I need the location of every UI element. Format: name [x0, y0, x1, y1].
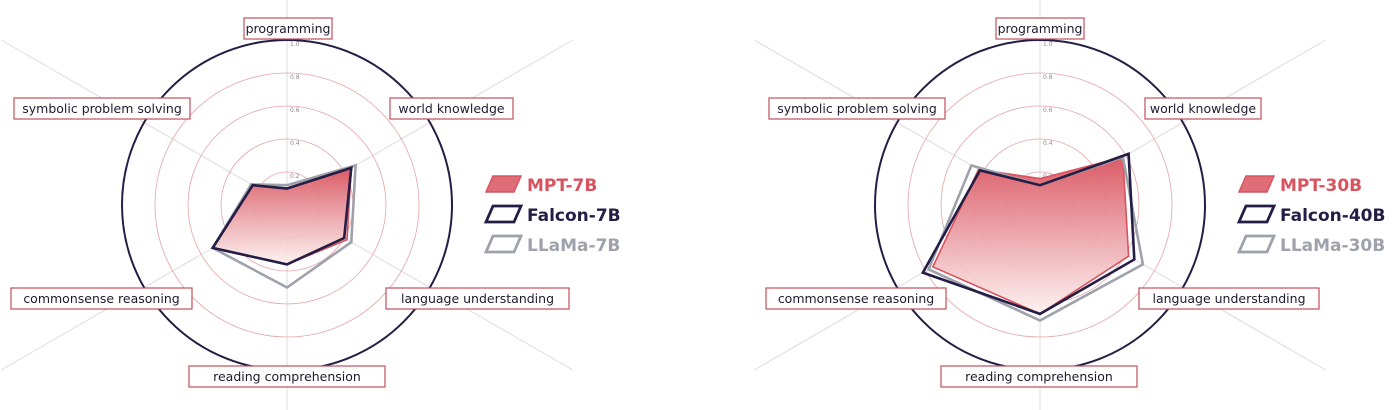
radar-tick-label: 0.4	[290, 140, 300, 147]
axis-label: programming	[246, 21, 331, 36]
axis-label: language understanding	[401, 291, 554, 306]
legend-label: LLaMa-7B	[527, 236, 620, 256]
legend-label: Falcon-7B	[527, 206, 621, 226]
axis-label: language understanding	[1152, 291, 1305, 306]
series-polygon-falcon-40b	[920, 152, 1136, 316]
axis-label-box	[385, 287, 570, 310]
legend-swatch-mpt-30b	[1237, 175, 1276, 193]
radar-tick-label: 1.0	[1043, 41, 1053, 48]
axis-label-box	[940, 365, 1138, 388]
legend-label: MPT-7B	[527, 176, 597, 196]
axis-label-box	[13, 97, 191, 120]
legend-swatch-mpt-7b	[484, 175, 523, 193]
legend-swatch-llama-7b	[483, 234, 524, 254]
radar-grid-ring	[907, 72, 1173, 338]
axis-label-box	[995, 17, 1085, 40]
axis-label-box	[188, 365, 386, 388]
axis-label: reading comprehension	[965, 369, 1113, 384]
axis-label-box	[1138, 287, 1320, 310]
radar-grid-ring	[187, 105, 387, 305]
radar-tick-label: 0.6	[1043, 107, 1053, 114]
axis-label: commonsense reasoning	[778, 291, 934, 306]
radar-tick-label: 1.0	[290, 41, 300, 48]
legend-swatch-llama-30b	[1236, 234, 1277, 254]
legend-label: LLaMa-30B	[1280, 236, 1385, 256]
series-polygon-llama-7b	[210, 163, 357, 290]
series-polygon-mpt-30b	[931, 156, 1130, 315]
radar-chart-1: 0.2 0.4 0.6 0.8 1.0 programming world knowledg…	[0, 0, 621, 410]
axis-label-box	[768, 97, 946, 120]
axis-label-box	[389, 97, 514, 120]
radar-tick-label: 0.2	[290, 173, 300, 180]
radar-tick-label: 0.8	[1043, 74, 1053, 81]
axis-label: programming	[998, 21, 1083, 36]
radar-tick-label: 0.8	[290, 74, 300, 81]
legend-swatch-falcon-7b	[483, 204, 524, 224]
axis-label: world knowledge	[398, 101, 504, 116]
axis-label-box	[1144, 97, 1262, 120]
radar-tick-label: 0.4	[1043, 140, 1053, 147]
radar-tick-label: 0.6	[290, 107, 300, 114]
axis-label: reading comprehension	[213, 369, 361, 384]
axis-label: symbolic problem solving	[777, 101, 937, 116]
axis-label: commonsense reasoning	[23, 291, 179, 306]
legend-swatch-falcon-40b	[1236, 204, 1277, 224]
axis-label-box	[243, 17, 333, 40]
series-polygon-falcon-7b	[210, 166, 353, 266]
radar-grid-ring	[154, 72, 420, 338]
axis-label-box	[765, 287, 947, 310]
axis-label: world knowledge	[1150, 101, 1256, 116]
legend-label: Falcon-40B	[1280, 206, 1385, 226]
axis-label: symbolic problem solving	[22, 101, 182, 116]
legend-label: MPT-30B	[1280, 176, 1362, 196]
axis-label-box	[10, 287, 193, 310]
